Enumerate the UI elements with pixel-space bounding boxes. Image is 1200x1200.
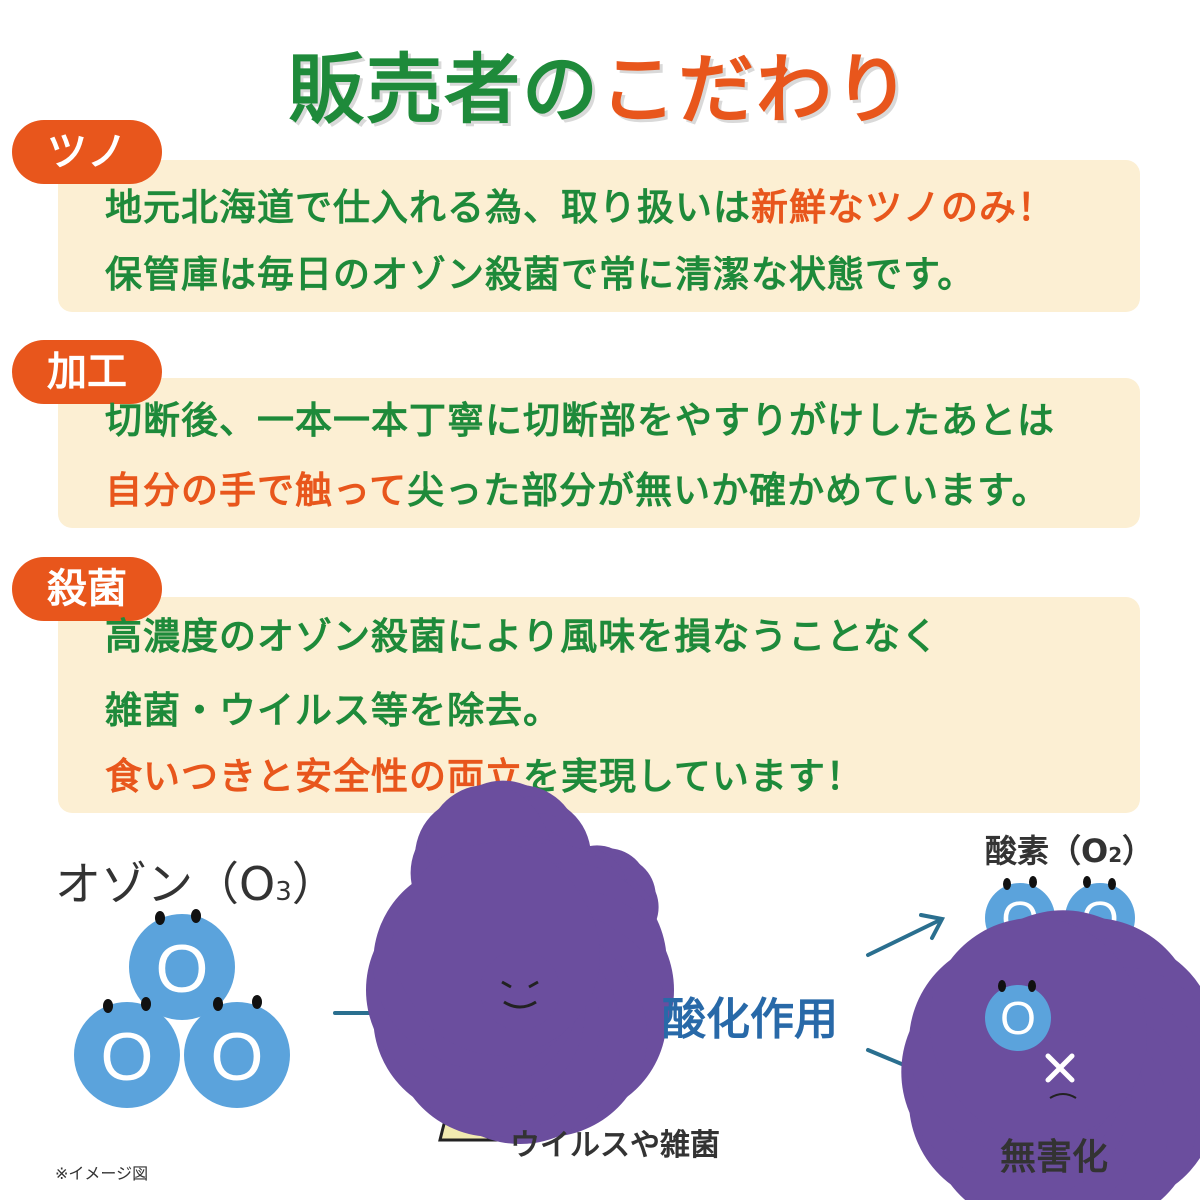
harmless-virus-icon bbox=[1006, 1015, 1119, 1128]
page-title: 販売者のこだわり bbox=[288, 45, 912, 134]
oxygen-label: 酸素（O2） bbox=[985, 832, 1155, 870]
atom-o: O bbox=[101, 1019, 154, 1095]
section-box-sakkin bbox=[58, 597, 1140, 813]
image-note: ※イメージ図 bbox=[55, 1164, 149, 1183]
section-line: 食いつきと安全性の両立を実現しています！ bbox=[105, 755, 864, 798]
ozone-molecule: O O O bbox=[74, 909, 290, 1108]
section-line: 自分の手で触って尖った部分が無いか確かめています。 bbox=[105, 469, 1050, 512]
atom-o: O bbox=[1000, 992, 1036, 1044]
section-box-tsuno bbox=[58, 160, 1140, 312]
section-line: 地元北海道で仕入れる為、取り扱いは新鮮なツノのみ！ bbox=[105, 186, 1055, 229]
section-line: 高濃度のオゾン殺菌により風味を損なうことなく bbox=[105, 615, 940, 658]
single-oxygen-atom: O bbox=[985, 980, 1051, 1051]
virus-label: ウイルスや雑菌 bbox=[510, 1128, 720, 1163]
virus-icon bbox=[466, 936, 574, 1044]
harmless-label: 無害化 bbox=[1000, 1137, 1109, 1178]
atom-o: O bbox=[211, 1019, 264, 1095]
ozone-label: オゾン（O3） bbox=[55, 857, 338, 911]
section-line: 切断後、一本一本丁寧に切断部をやすりがけしたあとは bbox=[105, 399, 1055, 442]
atom-o: O bbox=[156, 931, 209, 1007]
section-badge-sakkin: 殺菌 bbox=[12, 557, 162, 621]
arrow-up-right-icon bbox=[866, 913, 946, 957]
oxidation-label: 酸化作用 bbox=[662, 994, 838, 1045]
section-box-kakou bbox=[58, 378, 1140, 528]
section-line: 雑菌・ウイルス等を除去。 bbox=[105, 689, 561, 732]
section-line: 保管庫は毎日のオゾン殺菌で常に清潔な状態です。 bbox=[105, 253, 976, 296]
section-badge-tsuno: ツノ bbox=[12, 120, 162, 184]
section-badge-kakou: 加工 bbox=[12, 340, 162, 404]
